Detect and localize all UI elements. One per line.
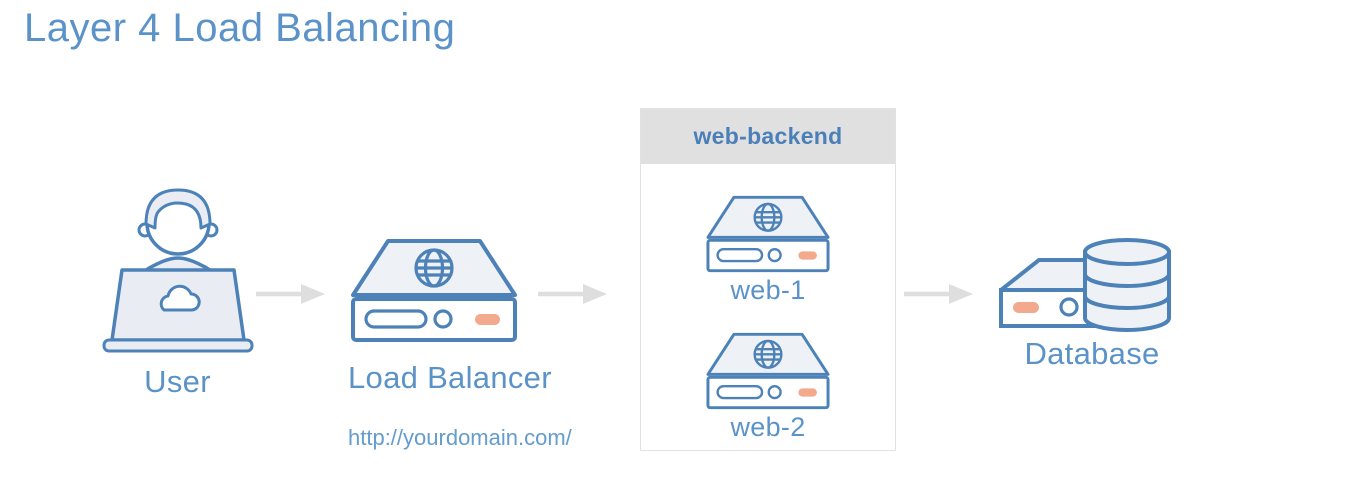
database-server-icon bbox=[999, 238, 1171, 332]
arrow-right-icon bbox=[255, 281, 327, 307]
backend-group-body: web-1 web-2 bbox=[641, 164, 895, 443]
backend-group-box: web-backend web-1 web-2 bbox=[640, 108, 896, 451]
node-database: Database bbox=[996, 236, 1188, 372]
globe-server-icon bbox=[351, 239, 517, 342]
globe-server-icon bbox=[706, 195, 830, 273]
database-label: Database bbox=[1024, 336, 1160, 371]
globe-server-icon bbox=[706, 332, 830, 410]
node-load-balancer: Load Balancer http://yourdomain.com/ bbox=[348, 238, 572, 451]
node-web-1: web-1 bbox=[698, 195, 838, 306]
load-balancer-url: http://yourdomain.com/ bbox=[348, 425, 572, 450]
user-at-laptop-icon bbox=[102, 188, 253, 353]
user-label: User bbox=[144, 364, 211, 399]
backend-group-header: web-backend bbox=[641, 109, 895, 164]
arrow-right-icon bbox=[903, 281, 975, 307]
arrow-right-icon bbox=[537, 281, 609, 307]
node-user: User bbox=[95, 178, 260, 400]
web-2-label: web-2 bbox=[730, 412, 806, 442]
node-web-2: web-2 bbox=[698, 332, 838, 443]
load-balancer-label: Load Balancer bbox=[348, 360, 552, 395]
page-title: Layer 4 Load Balancing bbox=[24, 6, 456, 50]
web-1-label: web-1 bbox=[730, 275, 806, 305]
